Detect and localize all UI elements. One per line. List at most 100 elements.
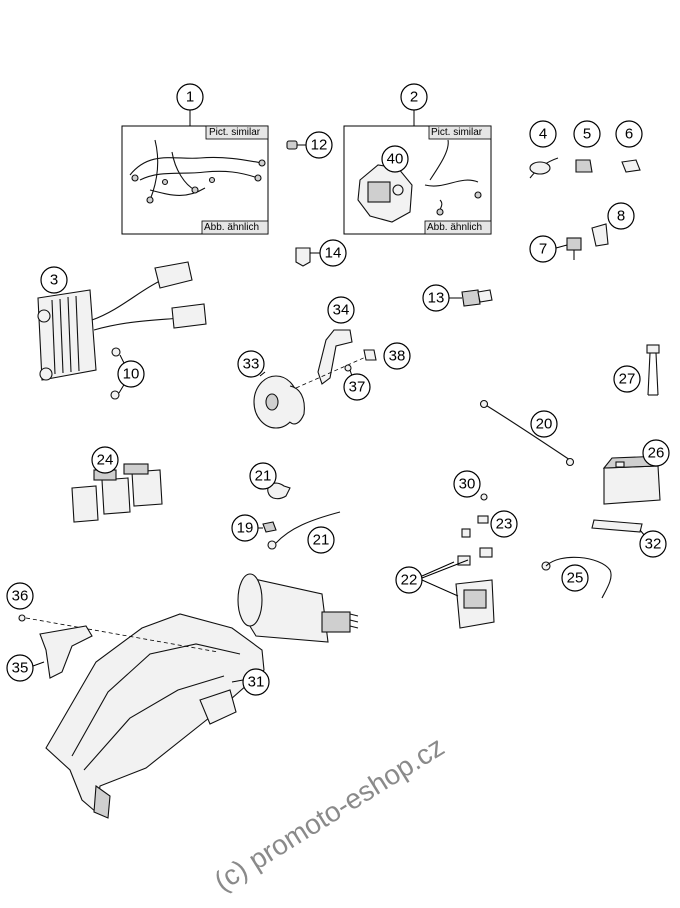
part-8-bracket — [591, 223, 609, 247]
svg-text:13: 13 — [428, 290, 445, 307]
callout-19[interactable]: 19 — [231, 514, 263, 542]
svg-text:20: 20 — [536, 416, 553, 433]
svg-text:19: 19 — [237, 520, 254, 537]
callout-36[interactable]: 34 — [327, 296, 355, 324]
svg-text:40: 40 — [387, 151, 404, 168]
part-24-fuse-boxes — [71, 463, 163, 523]
starter-motor-drawing — [237, 573, 359, 643]
part-31-electronics-holder — [45, 613, 265, 819]
svg-text:21: 21 — [255, 468, 272, 485]
svg-text:23: 23 — [496, 516, 513, 533]
callout-40[interactable]: 40 — [381, 145, 409, 173]
part-38-nut — [363, 349, 377, 361]
part-30-screw — [480, 493, 488, 501]
svg-text:27: 27 — [619, 371, 636, 388]
callout-10[interactable]: 10 — [117, 354, 145, 394]
part-23-fuses — [461, 515, 489, 538]
part-35-horn — [253, 375, 305, 429]
callout-35[interactable]: 33 — [237, 350, 266, 378]
callout-26[interactable]: 26 — [642, 439, 670, 467]
relay-bracket-drawing — [357, 139, 482, 223]
svg-text:3: 3 — [50, 272, 58, 289]
part-25-battery-cable — [541, 556, 612, 599]
part-7-relay — [566, 237, 582, 260]
svg-text:38: 38 — [389, 348, 406, 365]
svg-text:7: 7 — [539, 241, 547, 258]
pict-similar-label-2: Pict. similar — [431, 127, 483, 138]
part-34-pad — [591, 519, 643, 533]
svg-text:1: 1 — [186, 89, 194, 106]
svg-text:36: 36 — [12, 588, 29, 605]
callout-34[interactable]: 32 — [639, 529, 667, 558]
part-10-screws — [110, 347, 121, 400]
part-21-ground-cable — [479, 399, 575, 467]
svg-text:35: 35 — [12, 660, 29, 677]
callout-31[interactable]: 31 — [231, 668, 270, 696]
svg-text:33: 33 — [243, 356, 260, 373]
svg-text:22: 22 — [401, 572, 418, 589]
callout-30[interactable]: 30 — [453, 470, 481, 498]
part-3-regulator — [37, 261, 207, 381]
part-4-cable-tie — [529, 157, 559, 179]
svg-text:8: 8 — [617, 208, 625, 225]
callout-8[interactable]: 8 — [607, 202, 635, 230]
callout-1[interactable]: 1 — [176, 83, 204, 126]
callout-4[interactable]: 4 — [529, 120, 557, 148]
part-32-bracket — [39, 625, 93, 679]
part-19-nut — [262, 521, 277, 533]
svg-text:26: 26 — [648, 445, 665, 462]
part-5-clip — [575, 159, 593, 173]
callout-5[interactable]: 5 — [573, 120, 601, 148]
svg-text:25: 25 — [567, 570, 584, 587]
callout-33[interactable]: 36 — [6, 582, 34, 610]
svg-text:2: 2 — [410, 89, 418, 106]
svg-text:34: 34 — [333, 302, 350, 319]
watermark-text: (c) promoto-eshop.cz — [209, 731, 450, 897]
part-13-connector — [461, 289, 493, 307]
svg-text:12: 12 — [311, 137, 328, 154]
callout-22[interactable]: 22 — [395, 559, 469, 597]
part-21-cable-lower — [267, 511, 341, 550]
part-6-nut — [621, 159, 641, 173]
svg-text:4: 4 — [539, 126, 547, 143]
part-14-plug — [295, 247, 311, 267]
callout-14[interactable]: 14 — [310, 239, 347, 267]
callout-2[interactable]: 2 — [400, 83, 428, 126]
callout-7[interactable]: 7 — [529, 235, 568, 263]
wiring-harness-drawing — [129, 139, 266, 204]
callout-20[interactable]: 21 — [249, 462, 277, 490]
callout-21-upper[interactable]: 20 — [530, 410, 558, 438]
svg-text:14: 14 — [325, 245, 342, 262]
callout-32[interactable]: 35 — [6, 654, 45, 682]
harness-box: Pict. similar Abb. ähnlich — [121, 125, 269, 235]
part-36-bracket — [317, 329, 353, 385]
svg-text:32: 32 — [645, 536, 662, 553]
part-27-fuse-puller — [646, 344, 660, 396]
callout-3[interactable]: 3 — [40, 266, 68, 294]
callout-24[interactable]: 24 — [91, 446, 119, 474]
svg-text:37: 37 — [349, 379, 366, 396]
callout-13[interactable]: 13 — [422, 284, 462, 312]
svg-text:21: 21 — [313, 532, 330, 549]
svg-text:5: 5 — [583, 126, 591, 143]
callout-6[interactable]: 6 — [615, 120, 643, 148]
callout-12[interactable]: 12 — [297, 131, 333, 159]
svg-text:10: 10 — [123, 366, 140, 383]
part-22-starter-relay — [455, 547, 495, 629]
svg-text:24: 24 — [97, 452, 114, 469]
callout-37[interactable]: 37 — [343, 369, 371, 401]
pict-similar-label: Pict. similar — [209, 127, 261, 138]
callout-21-lower[interactable]: 21 — [307, 526, 335, 554]
abb-aehnlich-label: Abb. ähnlich — [204, 222, 259, 233]
svg-text:31: 31 — [248, 674, 265, 691]
svg-text:30: 30 — [459, 476, 476, 493]
callout-38[interactable]: 38 — [383, 342, 411, 370]
callout-23[interactable]: 23 — [490, 510, 518, 538]
callout-25[interactable]: 25 — [561, 564, 589, 592]
part-33-screw — [18, 614, 26, 622]
svg-text:6: 6 — [625, 126, 633, 143]
callout-27[interactable]: 27 — [613, 365, 641, 393]
part-12-clip — [286, 140, 298, 150]
abb-aehnlich-label-2: Abb. ähnlich — [427, 222, 482, 233]
